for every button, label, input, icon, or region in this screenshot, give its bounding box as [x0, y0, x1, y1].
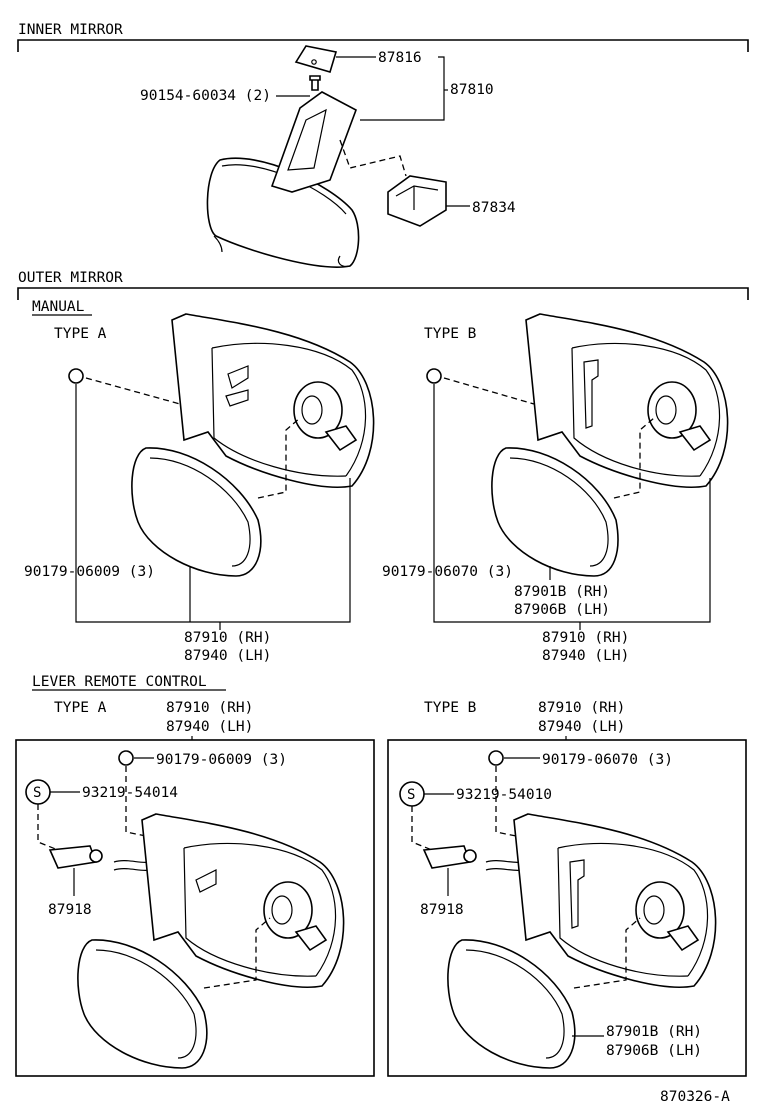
manual-a-assy-rh: 87910 (RH) [184, 630, 271, 646]
lever-b-assy-rh: 87910 (RH) [538, 700, 625, 716]
lever-b-mirror-lh: 87906B (LH) [606, 1043, 702, 1059]
lever-type-a-label: TYPE A [54, 700, 107, 716]
bracket-manual-b [433, 384, 711, 623]
lever-b-clip: 93219-54010 [456, 787, 552, 803]
lever-type-a-drawing: S [25, 750, 345, 1069]
inner-mirror-heading: INNER MIRROR [18, 22, 123, 38]
manual-type-a-drawing [68, 313, 375, 577]
manual-heading: MANUAL [32, 299, 85, 315]
lever-a-frame [15, 739, 375, 1077]
manual-b-mirror-rh: 87901B (RH) [514, 584, 610, 600]
manual-type-a-label: TYPE A [54, 326, 107, 342]
leader-87810 [360, 56, 445, 121]
manual-a-assy-lh: 87940 (LH) [184, 648, 271, 664]
outer-section-bracket [17, 287, 749, 300]
inner-mirror-drawing [206, 45, 447, 268]
lever-b-assy-lh: 87940 (LH) [538, 719, 625, 735]
figure-code: 870326-A [660, 1089, 730, 1105]
lever-type-b-drawing: S [399, 750, 717, 1069]
lever-a-assy-rh: 87910 (RH) [166, 700, 253, 716]
part-87816: 87816 [378, 50, 422, 66]
manual-type-b-label: TYPE B [424, 326, 477, 342]
lever-b-screw: 90179-06070 (3) [542, 752, 673, 768]
manual-b-mirror-lh: 87906B (LH) [514, 602, 610, 618]
lever-b-knob: 87918 [420, 902, 464, 918]
manual-b-assy-lh: 87940 (LH) [542, 648, 629, 664]
bracket-manual-a [75, 384, 351, 623]
part-87810: 87810 [450, 82, 494, 98]
outer-mirror-heading: OUTER MIRROR [18, 270, 123, 286]
manual-b-assy-rh: 87910 (RH) [542, 630, 629, 646]
lever-type-b-label: TYPE B [424, 700, 477, 716]
part-90154-60034: 90154-60034 (2) [140, 88, 271, 104]
part-87834: 87834 [472, 200, 516, 216]
lever-a-assy-lh: 87940 (LH) [166, 719, 253, 735]
manual-type-b-drawing [426, 313, 729, 577]
s-symbol-a: S [33, 785, 41, 801]
lever-b-frame [387, 739, 747, 1077]
lever-a-screw: 90179-06009 (3) [156, 752, 287, 768]
s-symbol-b: S [407, 787, 415, 803]
lever-b-mirror-rh: 87901B (RH) [606, 1024, 702, 1040]
manual-a-screw: 90179-06009 (3) [24, 564, 155, 580]
lever-a-knob: 87918 [48, 902, 92, 918]
inner-section-bracket [17, 39, 749, 52]
manual-b-screw: 90179-06070 (3) [382, 564, 513, 580]
lever-remote-heading: LEVER REMOTE CONTROL [32, 674, 207, 690]
lever-a-clip: 93219-54014 [82, 785, 178, 801]
